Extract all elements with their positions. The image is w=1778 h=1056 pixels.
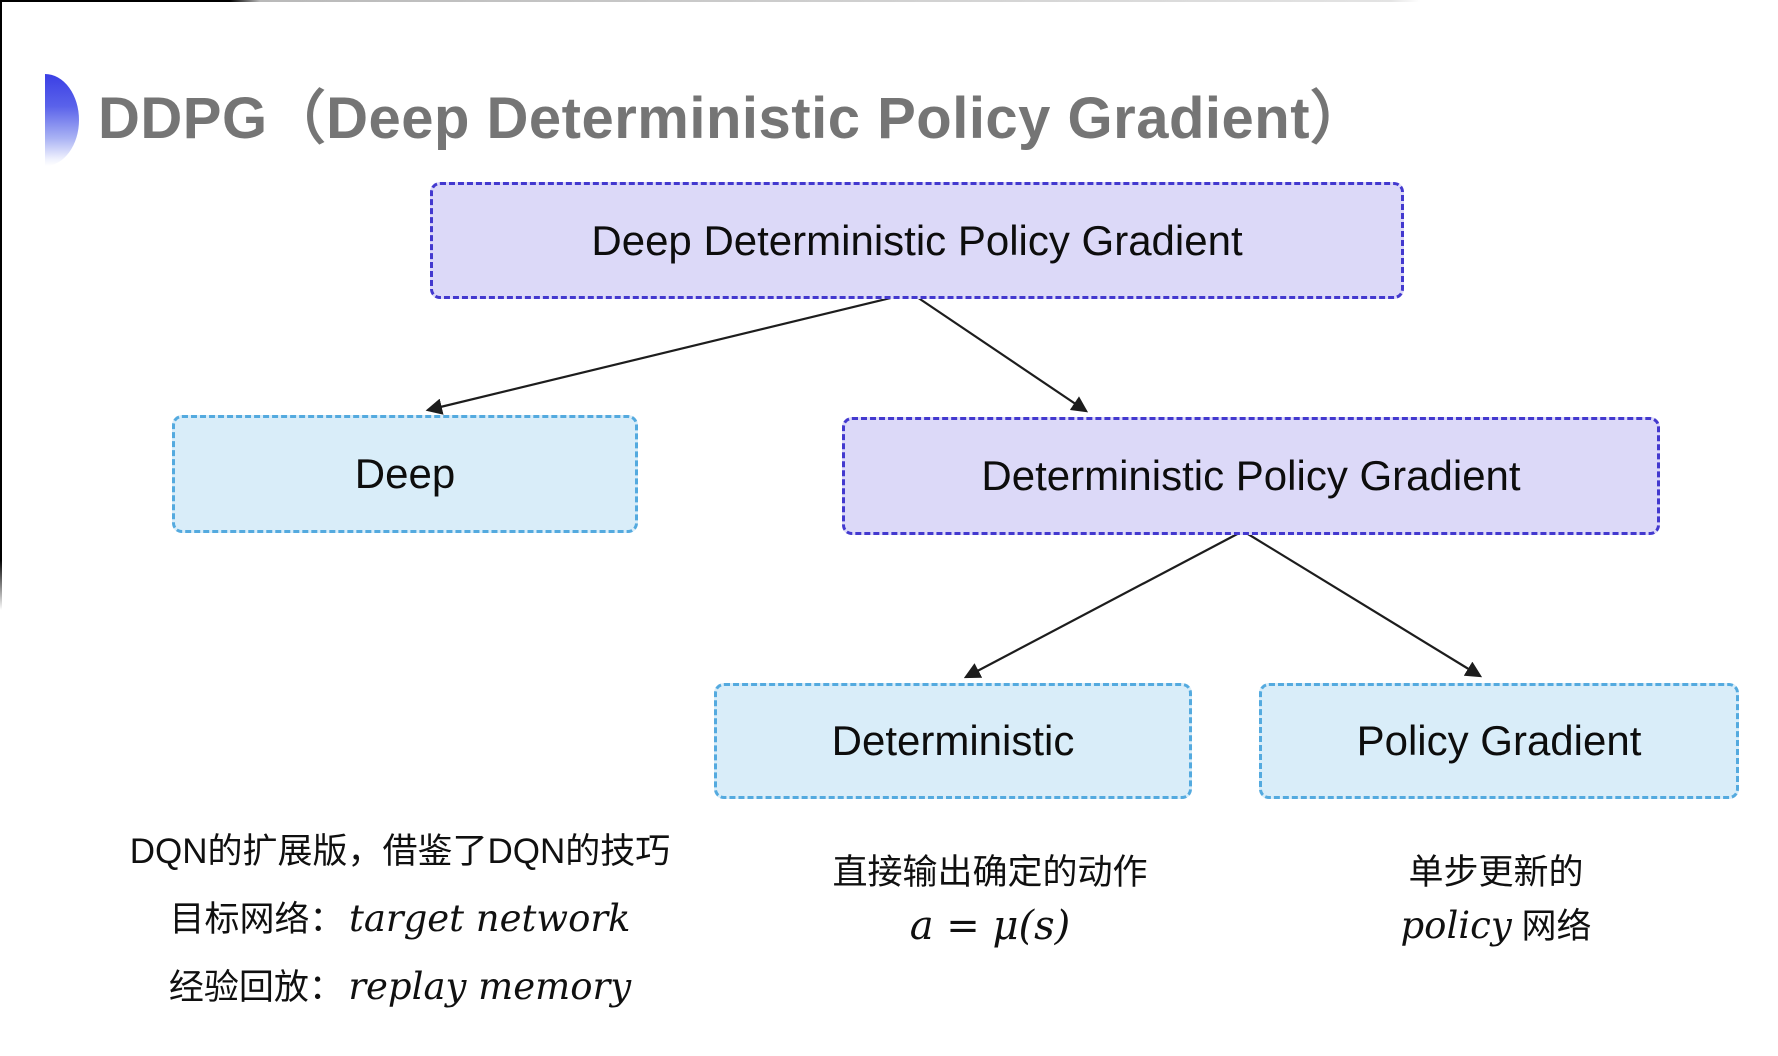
policy-term: policy [1400, 904, 1512, 947]
note-deterministic-line1: 直接输出确定的动作 [832, 853, 1148, 892]
node-deterministic-label: Deterministic [831, 717, 1075, 764]
replay-memory-label: 经验回放： [168, 968, 344, 1007]
node-ddpg-root-label: Deep Deterministic Policy Gradient [591, 216, 1243, 264]
note-policy-gradient-line1: 单步更新的 [1408, 853, 1584, 892]
node-deep: Deep [172, 415, 638, 533]
note-deep-line1: DQN的扩展版，借鉴了DQN的技巧 [129, 832, 671, 871]
node-deterministic: Deterministic [714, 683, 1192, 799]
node-deterministic-policy-gradient: Deterministic Policy Gradient [842, 417, 1660, 535]
note-deep-line3: 经验回放： replay memory [110, 957, 690, 1025]
node-policy-gradient-label: Policy Gradient [1356, 717, 1642, 764]
node-deep-label: Deep [354, 450, 456, 497]
arrow-dpg-to-policy-gradient [1242, 530, 1483, 678]
top-frame-line [0, 0, 1778, 2]
replay-memory-term: replay memory [348, 965, 632, 1008]
arrow-dpg-to-deterministic [963, 530, 1244, 679]
arrow-root-to-deep [425, 291, 912, 415]
note-policy-gradient-line2: policy 网络 [1400, 904, 1592, 947]
target-network-label: 目标网络： [169, 900, 345, 939]
note-policy-gradient: 单步更新的 policy 网络 [1286, 850, 1706, 957]
left-frame-line [0, 0, 2, 610]
page-title: DDPG（Deep Deterministic Policy Gradient） [98, 86, 1369, 151]
note-deterministic-formula: a = μ(s) [770, 903, 1210, 958]
note-deep: DQN的扩展版，借鉴了DQN的技巧 目标网络： target network 经… [110, 822, 690, 1025]
mu-formula: a = μ(s) [909, 903, 1071, 949]
target-network-term: target network [348, 897, 631, 940]
node-policy-gradient: Policy Gradient [1259, 683, 1739, 799]
arrow-root-to-dpg [910, 292, 1089, 413]
node-ddpg-root: Deep Deterministic Policy Gradient [430, 182, 1404, 299]
note-deterministic: 直接输出确定的动作 a = μ(s) [770, 850, 1210, 958]
node-dpg-label: Deterministic Policy Gradient [981, 452, 1521, 499]
note-deep-line2: 目标网络： target network [110, 889, 690, 957]
